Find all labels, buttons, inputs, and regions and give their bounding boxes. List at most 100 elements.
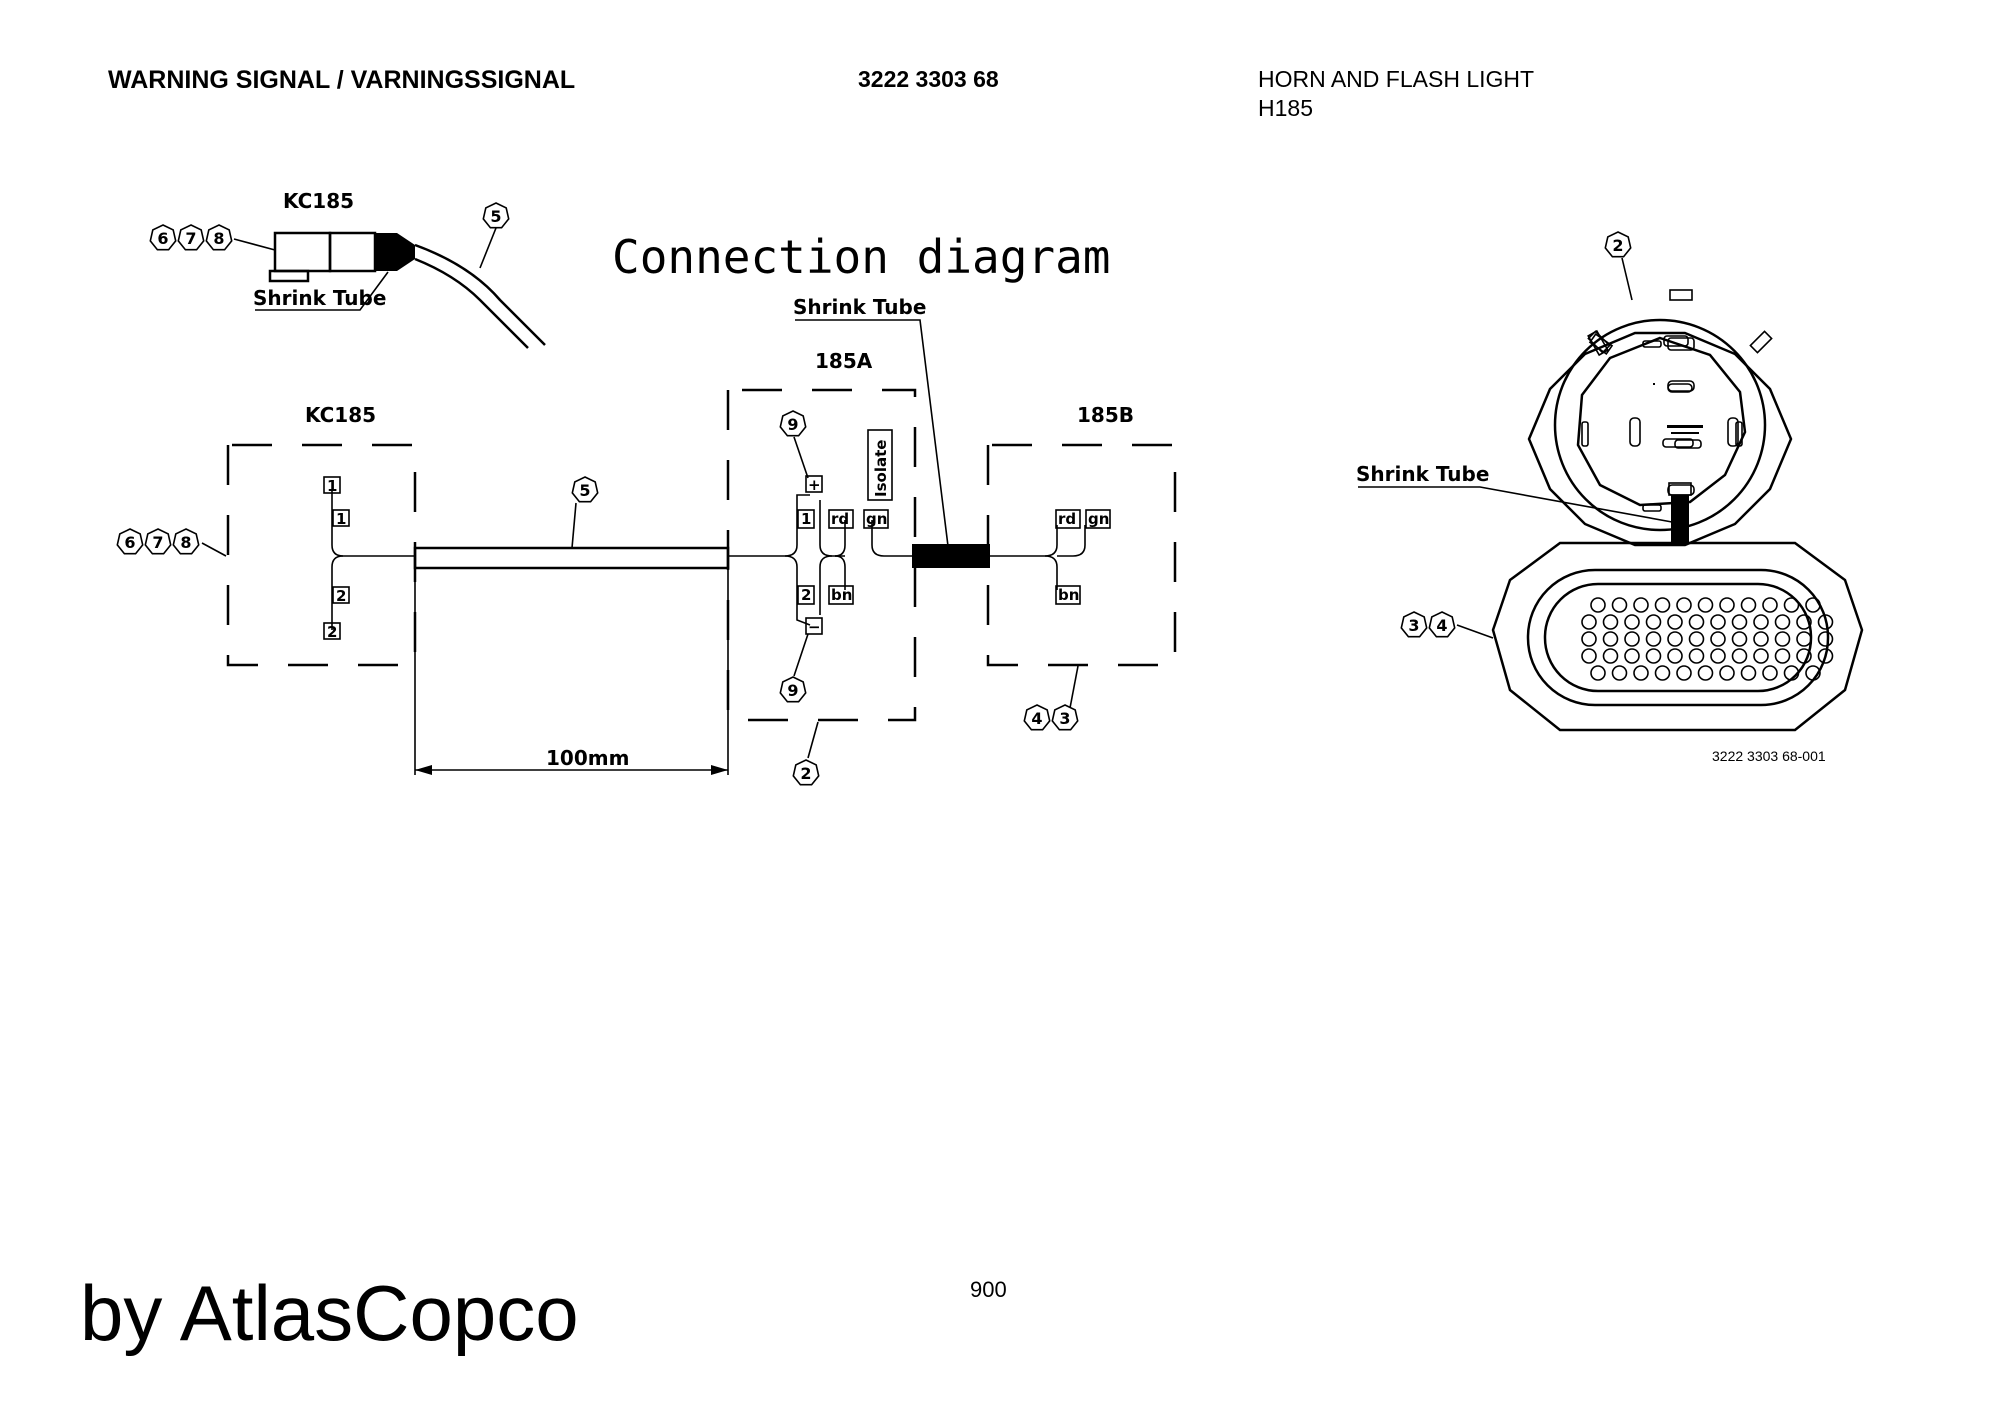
callout-left-678-1: 6	[124, 533, 135, 552]
callout-leader-2-right	[1621, 257, 1633, 301]
a-plus: +	[808, 476, 821, 494]
beacon-pill-left	[1629, 417, 1641, 447]
185b-outline	[986, 443, 1177, 667]
horn-hole	[1688, 631, 1705, 647]
callout-left-678-1-marker	[116, 528, 144, 555]
cable-body	[413, 546, 730, 570]
horn-hole	[1731, 614, 1748, 630]
horn-hole	[1667, 631, 1683, 647]
horn-hole	[1654, 597, 1671, 613]
shrink-tube-mid-label: Shrink Tube	[793, 295, 926, 319]
horn-hole	[1688, 614, 1705, 630]
b-gn: gn	[1088, 510, 1109, 528]
callout-top-678-2-marker	[177, 224, 205, 251]
callout-top-678-3: 8	[213, 229, 224, 248]
185a-label: 185A	[815, 349, 873, 373]
dim-arrow-left	[415, 765, 432, 775]
horn-outer	[1491, 541, 1864, 732]
shrink-tube-right-leader	[1358, 486, 1673, 523]
a-pin1-box	[797, 509, 815, 529]
beacon-clip-top	[1669, 289, 1693, 301]
a-pin2-box	[797, 585, 815, 605]
horn-hole	[1740, 597, 1757, 613]
callout-a-9-bottom: 9	[787, 681, 798, 700]
horn-hole	[1633, 597, 1649, 613]
kc185-box: KC185	[226, 403, 417, 667]
kc185-detail-label: KC185	[283, 189, 354, 213]
a-rd-box	[828, 509, 854, 529]
callout-top-678-2: 7	[185, 229, 196, 248]
horn-hole	[1762, 665, 1778, 681]
horn-hole	[1624, 631, 1640, 647]
beacon-lens-2	[1674, 439, 1702, 449]
watermark: by AtlasCopco	[80, 1269, 579, 1357]
horn-hole	[1805, 665, 1821, 681]
beacon-slot-top	[1642, 340, 1662, 348]
horn-hole	[1667, 648, 1683, 664]
horn-hole	[1611, 597, 1628, 613]
185a-outline	[726, 388, 917, 722]
b-gn-box	[1085, 509, 1111, 529]
callout-leader-2-a	[807, 721, 819, 759]
horn-hole	[1697, 665, 1714, 681]
a-bn-box	[828, 585, 854, 605]
drawing-ref: 3222 3303 68-001	[1712, 748, 1826, 764]
horn-hole	[1817, 648, 1834, 664]
horn-hole	[1719, 665, 1735, 681]
cable-5: 100mm	[413, 502, 730, 775]
horn-hole	[1753, 614, 1769, 630]
kc185-wiring: 1 1 2 2	[201, 476, 415, 641]
horn-hole	[1645, 614, 1662, 630]
horn-hole	[1590, 597, 1606, 613]
beacon-slot-bottom	[1642, 504, 1662, 512]
horn-hole	[1796, 631, 1812, 647]
callout-b-43-1: 4	[1031, 709, 1042, 728]
horn-hole	[1602, 648, 1619, 664]
callout-top-678-3-marker	[205, 224, 233, 251]
shrink-tube-mid-block	[912, 544, 990, 568]
horn-hole	[1774, 614, 1791, 630]
callout-b-43-2: 3	[1059, 709, 1070, 728]
beacon-text-line2	[1671, 432, 1699, 434]
flash-light-drawing: Shrink Tube 3222 3303 68-001	[1356, 257, 1864, 764]
horn-hole	[1667, 614, 1683, 630]
callout-top-5: 5	[490, 207, 501, 226]
callout-b-43-2-marker	[1051, 704, 1079, 731]
185b-box: 185B	[986, 403, 1177, 667]
callout-leader-678-left	[201, 542, 227, 557]
callout-a-9-top-marker	[779, 410, 807, 437]
a-gn: gn	[866, 510, 887, 528]
callout-leader-9-bottom	[793, 633, 809, 677]
horn-hole	[1719, 597, 1735, 613]
page-number: 900	[970, 1277, 1007, 1302]
horn-hole	[1805, 597, 1821, 613]
dim-arrow-right	[711, 765, 728, 775]
horn-hole	[1753, 631, 1769, 647]
horn-hole	[1753, 648, 1769, 664]
kc-pin2-box-b	[323, 622, 341, 640]
kc-pin1-b: 1	[336, 510, 346, 528]
horn-hole	[1783, 665, 1800, 681]
a-pin2: 2	[801, 586, 811, 604]
beacon-pill-right	[1727, 417, 1739, 447]
callout-leader-34	[1456, 624, 1494, 639]
a-gn-box	[863, 509, 889, 529]
185b-wiring: rd gn bn	[988, 509, 1111, 709]
horn-hole	[1774, 631, 1791, 647]
callout-mid-5: 5	[579, 481, 590, 500]
horn-hole	[1676, 665, 1692, 681]
185b-label: 185B	[1077, 403, 1134, 427]
kc185-detail: KC185 Shrink Tube	[233, 189, 546, 349]
a-rd: rd	[831, 510, 849, 528]
callout-a-2: 2	[800, 764, 811, 783]
horn-hole	[1740, 665, 1757, 681]
cable-upper-edge	[414, 243, 546, 346]
callout-right-34-2: 4	[1436, 616, 1447, 635]
callout-leader-5-mid	[571, 502, 577, 549]
callout-right-34-2-marker	[1428, 611, 1456, 638]
horn-hole	[1602, 614, 1619, 630]
a-wire-2	[819, 555, 833, 615]
beacon-slot-right	[1735, 421, 1743, 447]
connector-body	[273, 231, 332, 273]
kc-pin2-a: 2	[336, 587, 346, 605]
